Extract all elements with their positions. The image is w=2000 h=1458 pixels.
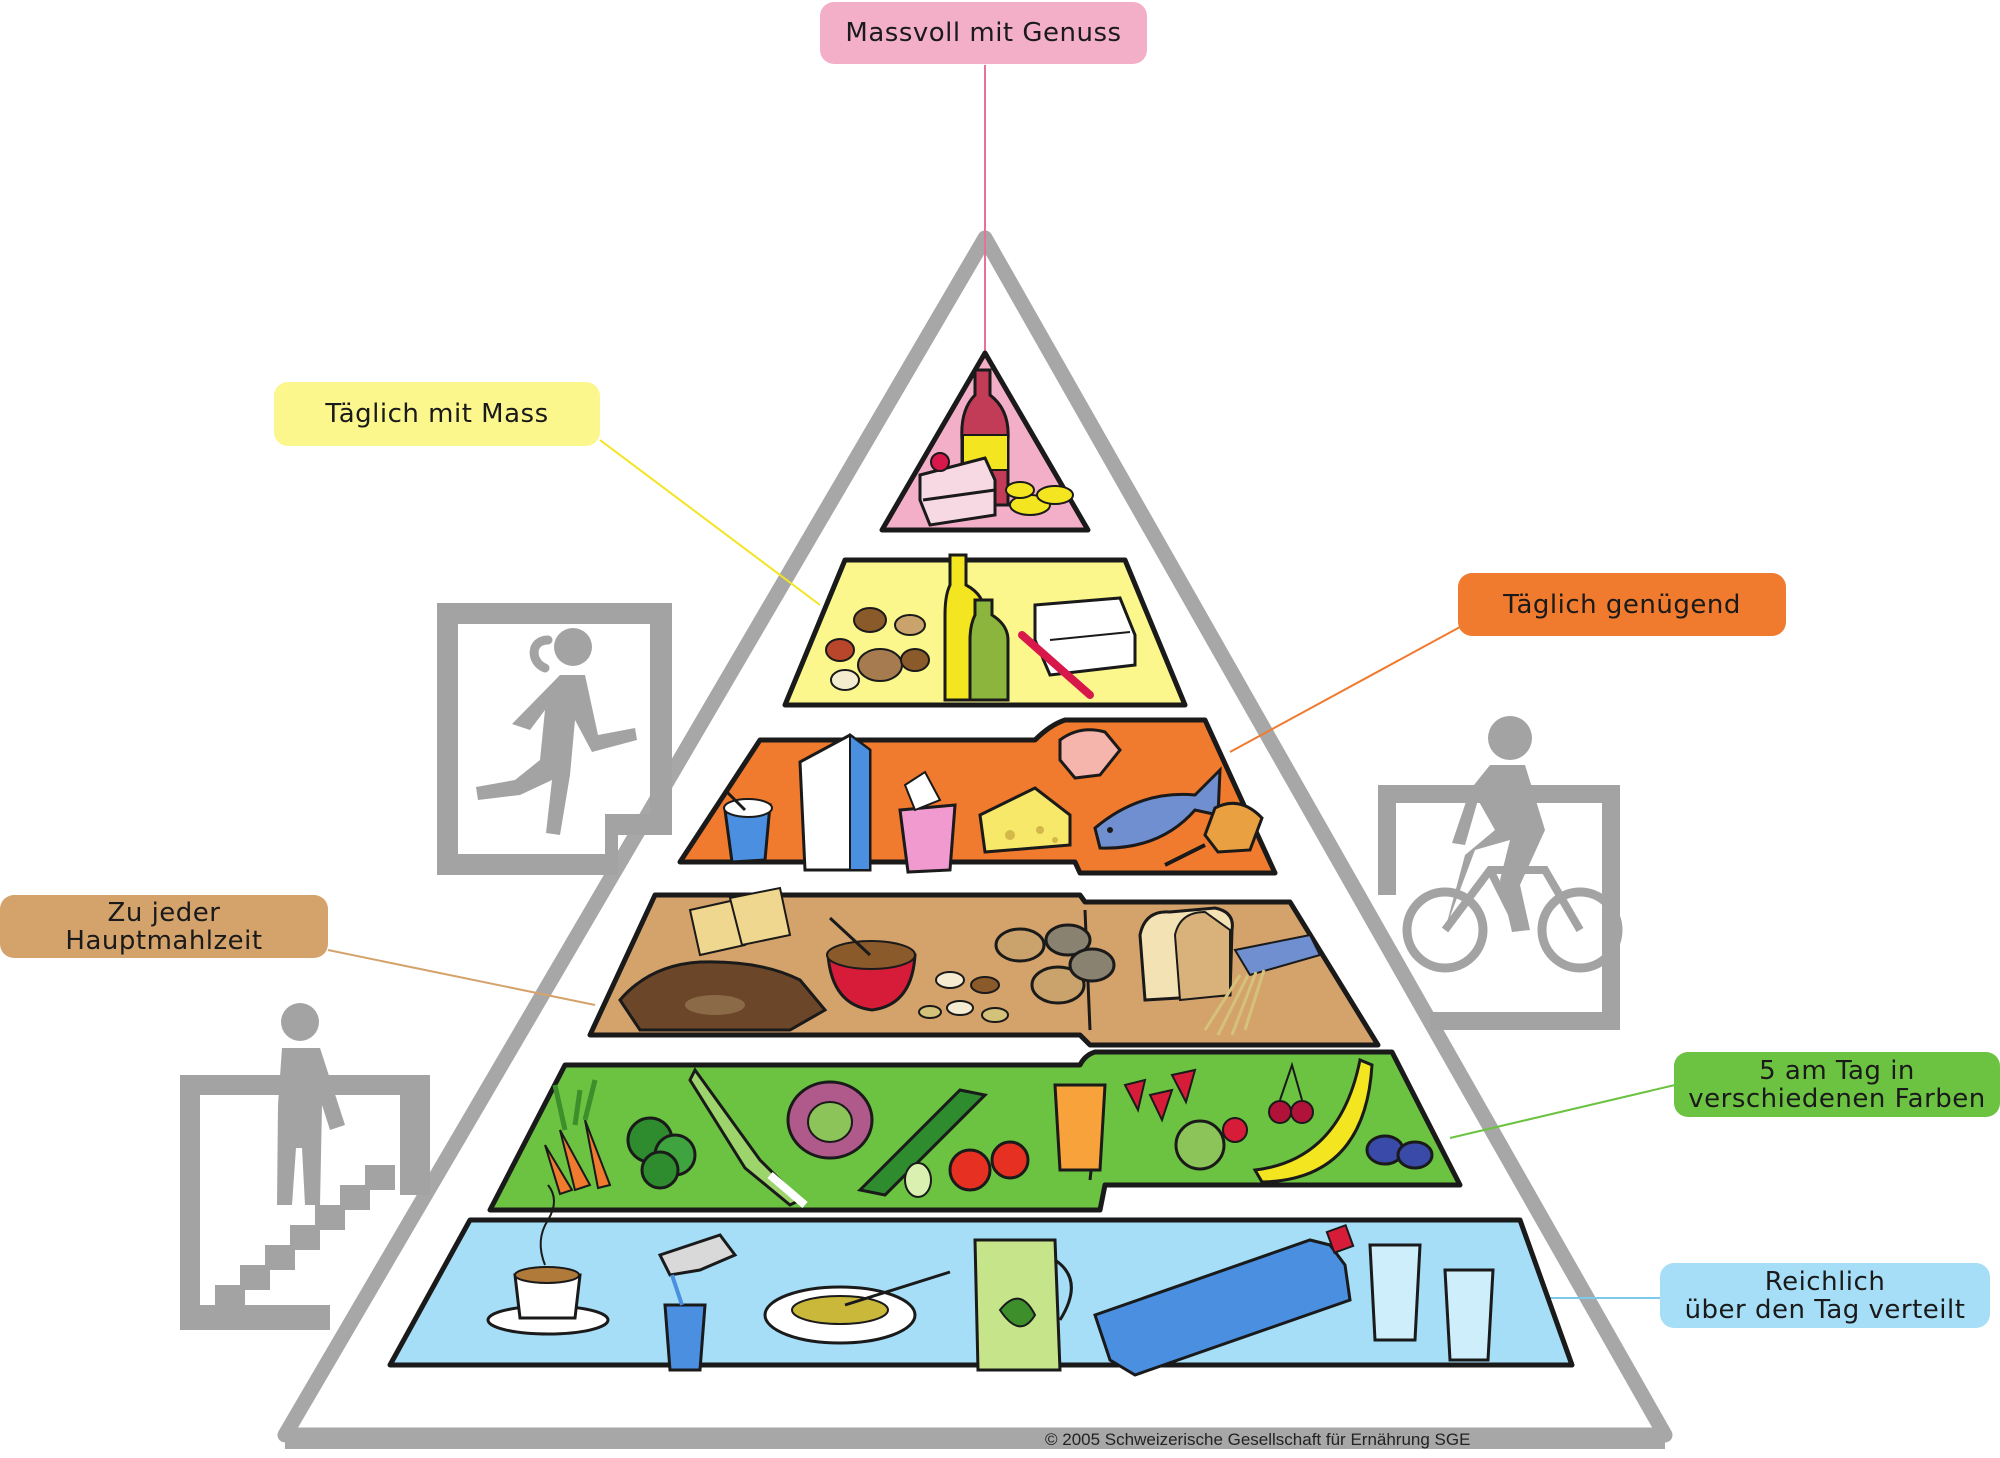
label-reichlich-line2: über den Tag verteilt	[1684, 1294, 1966, 1325]
cake-icon	[918, 452, 997, 527]
leader-line-taeglich-genuegend	[1229, 626, 1461, 753]
chips-icon	[1005, 481, 1074, 516]
label-hauptmahlzeit: Zu jeder Hauptmahlzeit	[0, 895, 328, 958]
cherries-icon	[1268, 1061, 1314, 1124]
leek-icon	[688, 1067, 808, 1209]
banana-icon	[1252, 1057, 1374, 1184]
butter-dish-icon	[1018, 596, 1137, 699]
label-hauptmahlzeit-line2: Hauptmahlzeit	[65, 925, 263, 956]
label-reichlich: Reichlich über den Tag verteilt	[1660, 1263, 1990, 1328]
milk-carton-icon	[798, 733, 872, 872]
label-massvoll-text: Massvoll mit Genuss	[845, 18, 1122, 48]
label-taeglich-mass-text: Täglich mit Mass	[325, 399, 549, 429]
tea-jug-icon	[973, 1238, 1073, 1372]
oil-bottle-icon	[943, 553, 1010, 702]
label-taeglich-mass: Täglich mit Mass	[274, 382, 600, 446]
legumes-icon	[918, 971, 1009, 1023]
cucumber-icon	[856, 1088, 989, 1198]
label-fuenf-line2: verschiedenen Farben	[1688, 1083, 1986, 1114]
label-fuenf-am-tag: 5 am Tag in verschiedenen Farben	[1674, 1052, 2000, 1117]
label-taeglich-genuegend-text: Täglich genügend	[1503, 589, 1741, 620]
chicken-leg-icon	[1164, 801, 1264, 867]
cyclist-icon	[1378, 716, 1623, 1030]
running-person-icon	[437, 603, 672, 875]
plums-icon	[1365, 1134, 1434, 1170]
cheese-icon	[978, 786, 1072, 854]
leader-line-hauptmahlzeit	[327, 949, 596, 1006]
pyramid-frame	[277, 230, 1673, 1449]
leader-lines	[327, 65, 1676, 1299]
apple-icon	[1174, 1117, 1248, 1171]
bread-loaf-icon	[618, 960, 828, 1032]
tier-5-fruit-veg	[487, 1049, 1463, 1213]
meat-icon	[1058, 728, 1122, 780]
dessert-cup-icon	[898, 770, 957, 874]
stairs-walker-icon	[180, 1003, 430, 1330]
label-hauptmahlzeit-line1: Zu jeder	[107, 897, 221, 928]
potato-icon	[994, 923, 1116, 1005]
crackers-icon	[688, 886, 792, 957]
leader-line-taeglich-mass	[599, 439, 821, 606]
label-massvoll: Massvoll mit Genuss	[820, 2, 1147, 64]
copyright-notice: © 2005 Schweizerische Gesellschaft für E…	[1045, 1430, 1471, 1449]
broccoli-icon	[626, 1116, 697, 1190]
juice-glass-icon	[1053, 1083, 1107, 1172]
yogurt-icon	[723, 788, 773, 864]
lettuce-icon	[786, 1080, 874, 1160]
coffee-cup-icon	[486, 1184, 610, 1336]
nuts-icon	[825, 607, 930, 691]
strawberries-icon	[1123, 1068, 1197, 1123]
carrot-icon	[544, 1079, 612, 1196]
muesli-bowl-icon	[826, 916, 917, 1012]
leader-line-fuenf	[1449, 1084, 1676, 1139]
label-fuenf-line1: 5 am Tag in	[1759, 1055, 1915, 1086]
bread-icon	[1138, 906, 1234, 1002]
tap-icon	[657, 1233, 738, 1372]
water-glasses-icon	[1368, 1243, 1495, 1362]
water-bottle-icon	[1093, 1223, 1355, 1377]
pasta-icon	[1203, 933, 1322, 1036]
label-taeglich-genuegend: Täglich genügend	[1458, 573, 1786, 636]
tomato-icon	[948, 1140, 1030, 1192]
label-reichlich-line1: Reichlich	[1764, 1266, 1886, 1297]
soup-plate-icon	[763, 1270, 951, 1345]
